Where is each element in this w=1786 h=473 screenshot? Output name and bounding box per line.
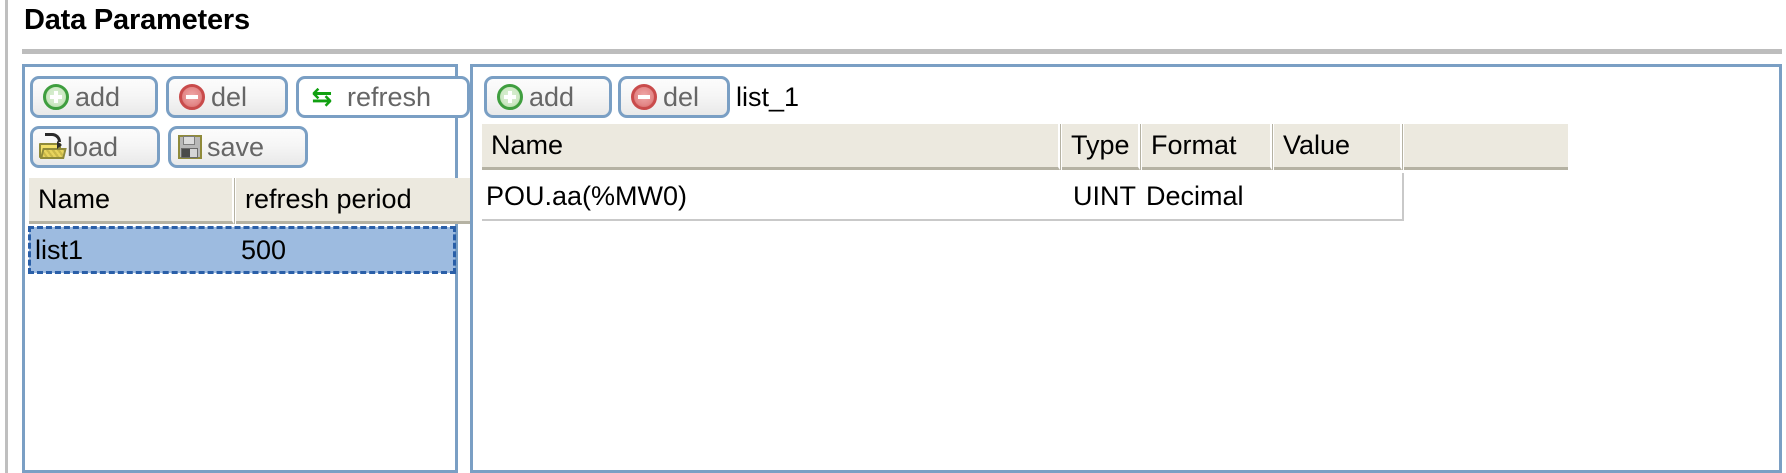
lists-col-refresh-period[interactable]: refresh period xyxy=(236,178,485,224)
left-add-button[interactable]: add xyxy=(30,76,158,118)
left-add-label: add xyxy=(75,81,121,112)
items-col-spacer[interactable] xyxy=(1404,124,1568,170)
items-cell-type: UINT xyxy=(1073,180,1136,211)
refresh-button[interactable]: ⇆ refresh xyxy=(296,76,470,118)
lists-cell-name: list1 xyxy=(35,234,84,265)
right-add-label: add xyxy=(529,81,575,112)
left-del-label: del xyxy=(211,81,248,112)
items-col-format[interactable]: Format xyxy=(1142,124,1272,170)
save-label: save xyxy=(207,131,265,162)
refresh-icon: ⇆ xyxy=(311,83,333,111)
remove-circle-icon xyxy=(631,84,657,110)
add-circle-icon xyxy=(43,84,69,110)
title-separator xyxy=(22,49,1782,54)
list-name-caption: list_1 xyxy=(736,82,800,112)
items-cell-value xyxy=(1276,173,1404,219)
lists-col-name[interactable]: Name xyxy=(29,178,234,224)
save-button[interactable]: save xyxy=(168,126,308,168)
lists-table-header: Name refresh period xyxy=(29,178,485,224)
floppy-disk-icon xyxy=(177,134,203,160)
right-del-button[interactable]: del xyxy=(618,76,730,118)
items-cell-name: POU.aa(%MW0) xyxy=(486,180,688,211)
row-selection-highlight xyxy=(28,226,456,274)
items-col-name[interactable]: Name xyxy=(482,124,1060,170)
table-row[interactable]: list1 500 xyxy=(28,226,456,274)
items-table-header: Name Type Format Value xyxy=(482,124,1568,170)
items-col-value[interactable]: Value xyxy=(1274,124,1402,170)
add-circle-icon xyxy=(497,84,523,110)
left-del-button[interactable]: del xyxy=(166,76,288,118)
right-del-label: del xyxy=(663,81,700,112)
lists-cell-refresh-period: 500 xyxy=(241,234,287,265)
remove-circle-icon xyxy=(179,84,205,110)
page-title: Data Parameters xyxy=(24,4,250,36)
folder-open-icon xyxy=(39,133,67,160)
load-label: load xyxy=(67,131,119,162)
right-add-button[interactable]: add xyxy=(484,76,612,118)
table-row[interactable]: POU.aa(%MW0) UINT Decimal xyxy=(482,173,1404,221)
items-col-type[interactable]: Type xyxy=(1062,124,1140,170)
load-button[interactable]: load xyxy=(30,126,160,168)
items-cell-format: Decimal xyxy=(1146,180,1244,211)
left-edge-rail xyxy=(5,0,8,473)
refresh-label: refresh xyxy=(347,81,432,112)
